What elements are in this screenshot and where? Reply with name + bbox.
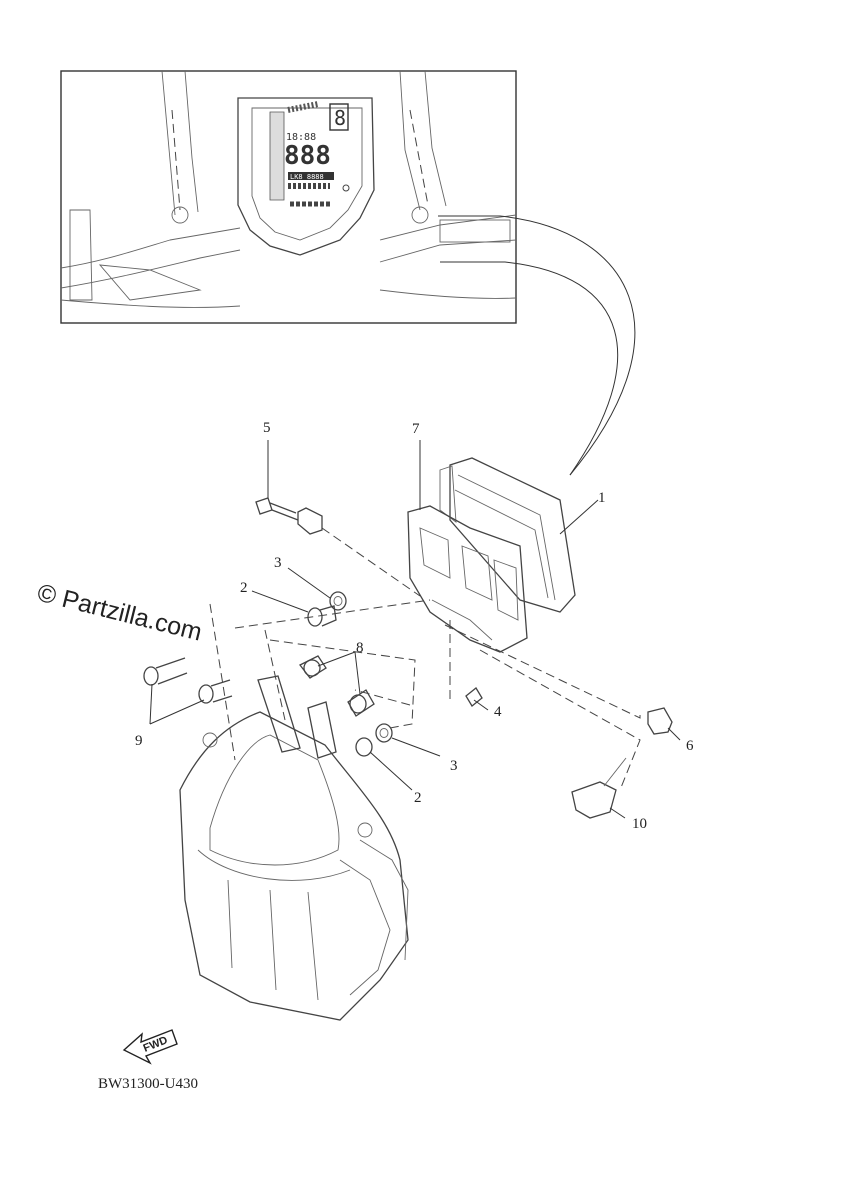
meter-inset: 8 18:88 888 LK8 8888 [60, 70, 636, 476]
callout-2-lower: 2 [414, 790, 422, 806]
callout-leaders [149, 440, 681, 819]
meter-digits-text: 888 [284, 141, 331, 171]
forward-arrow-icon: FWD [122, 1029, 178, 1065]
watermark-text: © Partzilla.com [35, 579, 205, 647]
callout-10: 10 [632, 816, 647, 832]
callout-9: 9 [135, 733, 143, 749]
callout-3-upper: 3 [274, 555, 282, 571]
callout-6: 6 [686, 738, 694, 754]
callout-8: 8 [356, 640, 364, 656]
meter-gear-text: 8 [334, 106, 346, 130]
diagram-code: BW31300-U430 [98, 1076, 198, 1092]
meter-mode-text: LK8 8888 [290, 173, 324, 181]
callout-2-upper: 2 [240, 580, 248, 596]
callout-3-lower: 3 [450, 758, 458, 774]
meter-time-text: 18:88 [286, 132, 316, 143]
callout-4: 4 [494, 704, 502, 720]
callout-7: 7 [412, 421, 420, 437]
callout-5: 5 [263, 420, 271, 436]
callout-1: 1 [598, 490, 606, 506]
callout-labels: 1 2 2 3 3 4 5 6 7 8 9 10 [135, 420, 694, 832]
meter-assembly-drawing [143, 457, 673, 1021]
